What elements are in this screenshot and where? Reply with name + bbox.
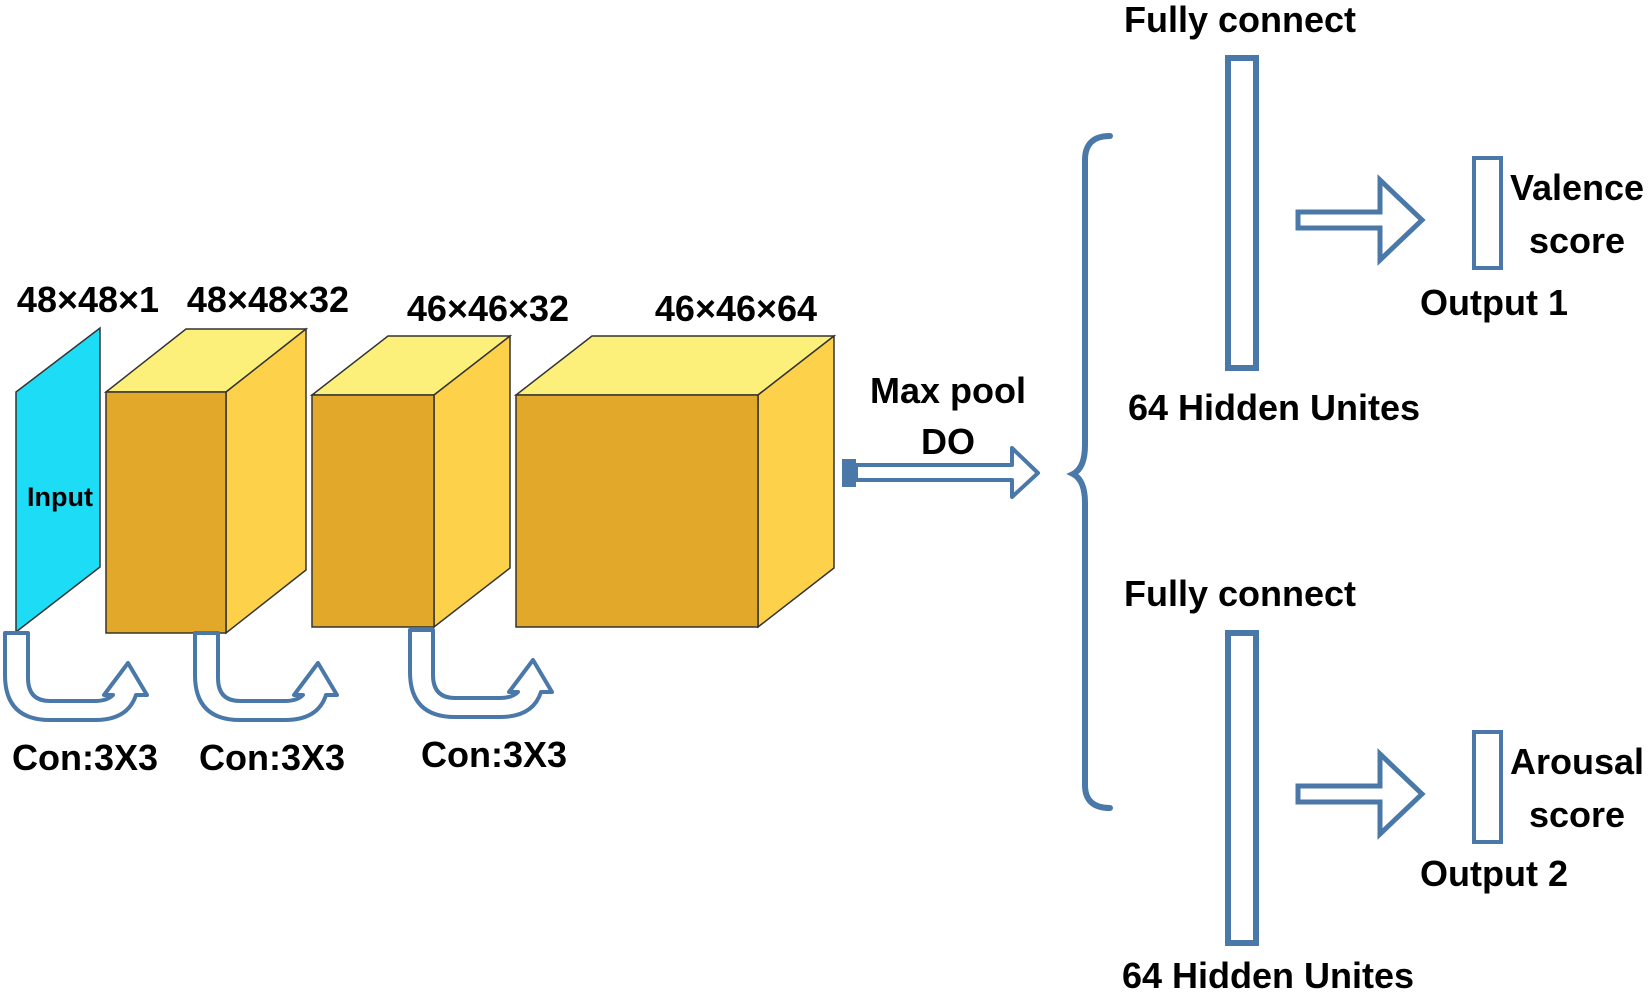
conv-arrow-3 (408, 628, 554, 719)
output-1-label: Output 1 (1420, 282, 1568, 323)
input-label: Input (27, 482, 93, 512)
branch-2-hidden-bar (1225, 630, 1259, 946)
branch-brace (1066, 133, 1113, 811)
conv-cube-1 (103, 327, 309, 635)
layer-size-label-4: 46×46×64 (655, 288, 817, 329)
conv-cube-2 (309, 334, 513, 629)
conv-label-3: Con:3X3 (421, 734, 567, 775)
valence-score-line1: Valence (1510, 167, 1644, 208)
arousal-score-line1: Arousal (1510, 741, 1644, 782)
branch-1-hidden-bar (1225, 55, 1259, 371)
output-2-label: Output 2 (1420, 853, 1568, 894)
branch-1-arrow (1295, 174, 1426, 266)
layer-size-label-1: 48×48×1 (17, 279, 159, 320)
conv-label-2: Con:3X3 (199, 737, 345, 778)
max-pool-label: Max pool (870, 370, 1026, 411)
branch-1-output-bar (1472, 156, 1503, 270)
layer-size-label-3: 46×46×32 (407, 288, 569, 329)
input-plane (15, 326, 101, 634)
branch-1-title: Fully connect (1124, 0, 1356, 40)
branch-2-hidden-label: 64 Hidden Unites (1122, 955, 1414, 993)
valence-score-line2: score (1529, 220, 1625, 261)
branch-valence: Fully connect 64 Hidden Unites Valence s… (1124, 0, 1644, 428)
cube-3-front (515, 394, 759, 628)
layer-size-label-2: 48×48×32 (187, 279, 349, 320)
branch-arousal: Fully connect 64 Hidden Unites Arousal s… (1122, 573, 1644, 993)
conv-arrow-1 (3, 631, 149, 722)
conv-arrow-2 (193, 631, 339, 722)
conv-label-1: Con:3X3 (12, 737, 158, 778)
conv-cube-3 (513, 334, 837, 629)
branch-2-arrow (1295, 748, 1426, 840)
branch-1-hidden-label: 64 Hidden Unites (1128, 387, 1420, 428)
branch-2-output-bar (1472, 730, 1503, 844)
input-layer: Input (15, 326, 101, 634)
cube-2-front (311, 394, 435, 628)
branch-2-title: Fully connect (1124, 573, 1356, 614)
pool-arrow (854, 446, 1040, 499)
pool-arrow-tail (842, 459, 856, 487)
cube-1-front (105, 391, 227, 634)
dropout-label: DO (921, 421, 975, 462)
arousal-score-line2: score (1529, 794, 1625, 835)
